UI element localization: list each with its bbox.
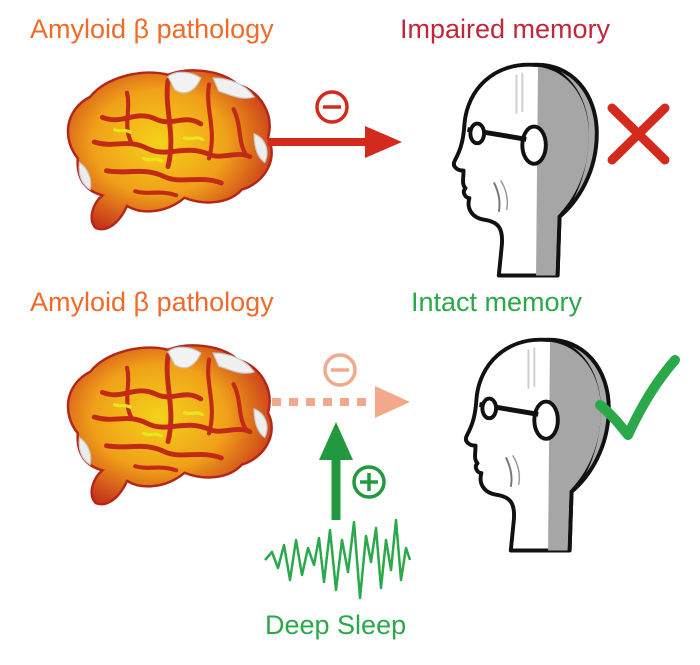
deep-sleep-label: Deep Sleep [265, 610, 407, 640]
plus-sign [352, 465, 386, 499]
top-amyloid-label: Amyloid β pathology [30, 14, 274, 44]
cross-icon [607, 103, 670, 165]
bottom-head-icon [466, 340, 609, 551]
top-brain-image [68, 70, 272, 229]
bottom-amyloid-label: Amyloid β pathology [30, 287, 274, 317]
intact-memory-label: Intact memory [411, 287, 583, 317]
top-head-icon [454, 65, 597, 276]
top-red-arrow [268, 126, 402, 158]
bottom-faded-arrow [272, 386, 410, 418]
impaired-memory-label: Impaired memory [400, 14, 611, 44]
top-minus-sign [315, 90, 349, 124]
check-icon [595, 355, 680, 440]
bottom-brain-image [68, 345, 272, 504]
deep-sleep-waveform [264, 518, 412, 600]
bottom-minus-sign [323, 353, 357, 387]
green-up-arrow [319, 422, 353, 520]
